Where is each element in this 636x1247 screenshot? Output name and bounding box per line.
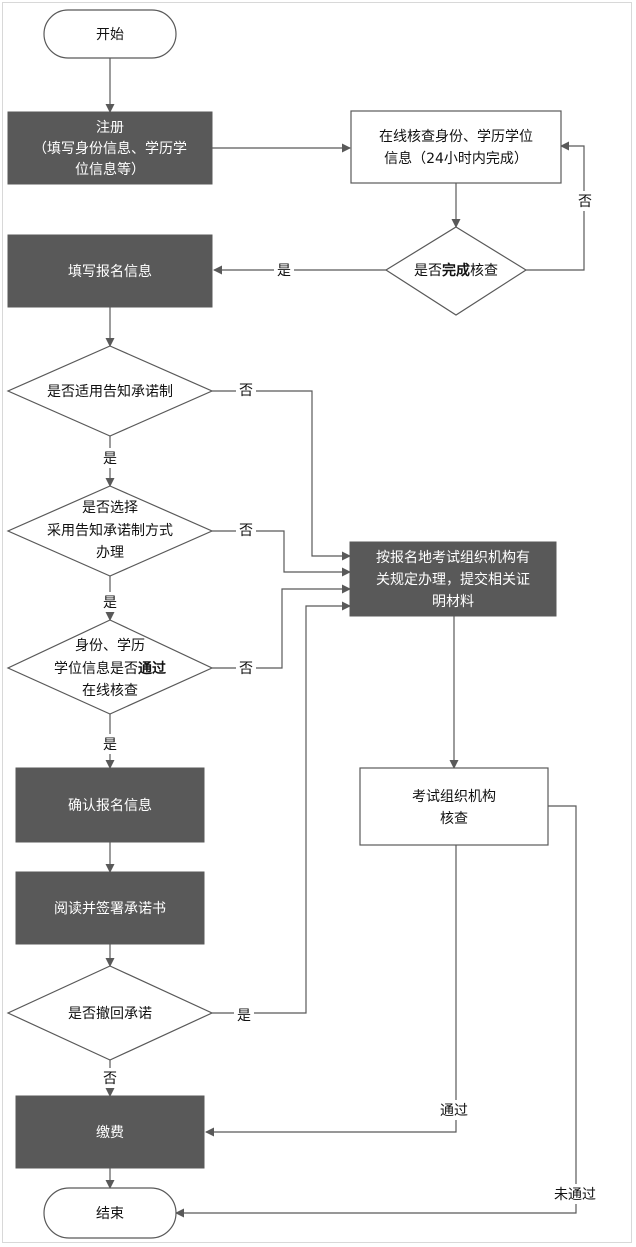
edge-labels: 否 是 否 是 否 是 否 是 是 否 通过 未通过 (100, 191, 605, 1204)
connectors (105, 58, 585, 1218)
decision-withdraw: 是否撤回承诺 (6, 965, 214, 1061)
edge-choose-no (212, 530, 351, 577)
check-done-part-3: 核查 (470, 263, 498, 279)
node-register: 注册 （填写身份信息、学历学 位信息等） (7, 111, 213, 185)
edge-examorg-notpass-end (175, 805, 577, 1218)
node-read-sign: 阅读并签署承诺书 (15, 871, 205, 945)
verify-line-2a: 学位信息是否 (54, 660, 138, 677)
verify-line-3: 在线核查 (82, 683, 138, 699)
fill-info-label: 填写报名信息 (68, 263, 152, 280)
verify-line-1: 身份、学历 (75, 638, 145, 654)
edge-applynotice-no (212, 390, 351, 561)
node-confirm: 确认报名信息 (15, 767, 205, 843)
svg-text:学位信息是否通过: 学位信息是否通过 (54, 660, 166, 677)
node-start: 开始 (43, 9, 177, 59)
confirm-label: 确认报名信息 (68, 797, 152, 814)
label-no-withdraw: 否 (103, 1071, 117, 1087)
online-check-line-1: 在线核查身份、学历学位 (379, 129, 533, 145)
withdraw-label: 是否撤回承诺 (68, 1006, 152, 1022)
label-no-choose: 否 (239, 523, 253, 539)
local-rules-line-2: 关规定办理，提交相关证 (376, 571, 530, 588)
decision-choose-notice: 是否选择 采用告知承诺制方式 办理 (6, 485, 214, 577)
label-yes-apply: 是 (103, 451, 117, 467)
label-yes-choose: 是 (103, 595, 117, 611)
label-pass: 通过 (440, 1103, 468, 1119)
local-rules-line-3: 明材料 (432, 594, 474, 610)
read-sign-label: 阅读并签署承诺书 (54, 900, 166, 917)
node-fill-info: 填写报名信息 (7, 234, 213, 308)
label-no-recheck: 否 (578, 194, 592, 210)
node-pay: 缴费 (15, 1095, 205, 1169)
svg-text:是否完成核查: 是否完成核查 (414, 262, 498, 279)
choose-notice-line-3: 办理 (96, 545, 124, 561)
end-label: 结束 (96, 1206, 124, 1222)
decision-verify-pass: 身份、学历 学位信息是否通过 在线核查 (6, 619, 214, 715)
check-done-part-1: 是否 (414, 263, 442, 279)
edge-examorg-pass-pay (205, 845, 457, 1137)
node-local-rules: 按报名地考试组织机构有 关规定办理，提交相关证 明材料 (349, 541, 557, 617)
label-no-apply: 否 (239, 383, 253, 399)
label-not-pass: 未通过 (554, 1187, 596, 1203)
exam-org-line-2: 核查 (440, 811, 468, 827)
label-yes-withdraw: 是 (237, 1008, 251, 1024)
choose-notice-line-2: 采用告知承诺制方式 (47, 522, 173, 539)
local-rules-line-1: 按报名地考试组织机构有 (376, 550, 530, 566)
exam-org-line-1: 考试组织机构 (412, 789, 496, 805)
check-done-part-2: 完成 (442, 262, 470, 279)
decision-check-done: 是否完成核查 (384, 226, 528, 316)
verify-line-2b: 通过 (138, 660, 166, 677)
decision-apply-notice: 是否适用告知承诺制 (6, 345, 214, 437)
node-online-check: 在线核查身份、学历学位 信息（24小时内完成） (350, 110, 562, 184)
register-line-1: 注册 (96, 120, 124, 136)
pay-label: 缴费 (96, 1125, 124, 1141)
register-line-2: （填写身份信息、学历学 (33, 140, 187, 157)
apply-notice-label: 是否适用告知承诺制 (47, 383, 173, 400)
label-yes-verify: 是 (103, 737, 117, 753)
label-yes-check: 是 (277, 263, 291, 279)
start-label: 开始 (96, 27, 124, 43)
choose-notice-line-1: 是否选择 (82, 500, 138, 516)
label-no-verify: 否 (239, 661, 253, 677)
node-exam-org-check: 考试组织机构 核查 (359, 767, 549, 846)
edge-verify-no (212, 584, 351, 669)
online-check-line-2: 信息（24小时内完成） (384, 150, 528, 167)
node-end: 结束 (43, 1187, 177, 1239)
register-line-3: 位信息等） (75, 161, 145, 178)
edge-withdraw-yes (212, 601, 351, 1014)
